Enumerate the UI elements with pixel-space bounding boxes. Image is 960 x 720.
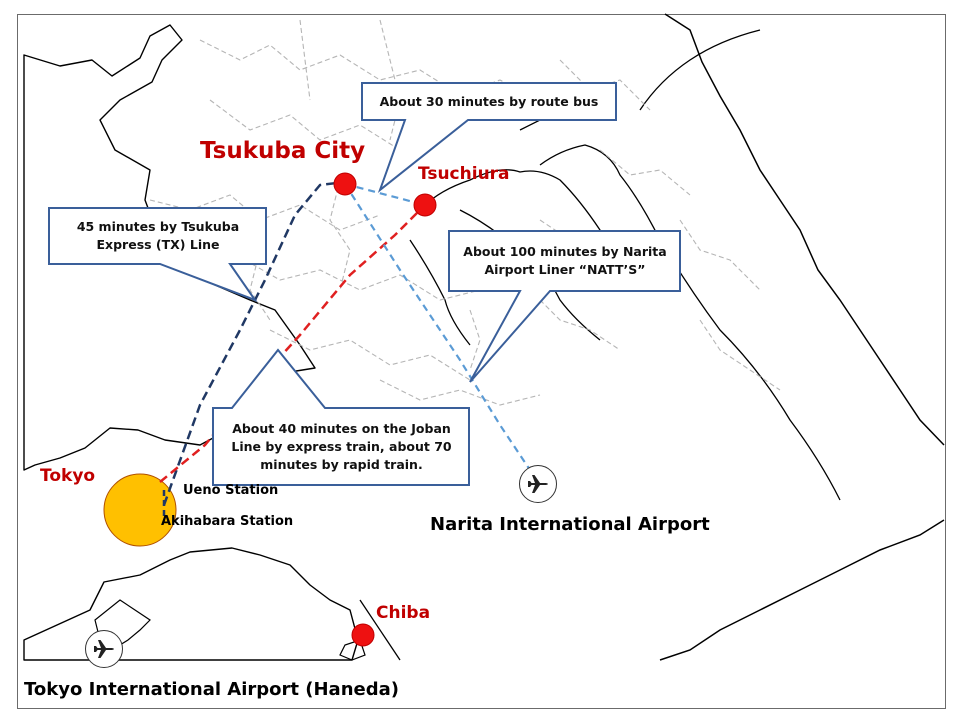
airplane-icon [528, 475, 548, 493]
route-bus-line [344, 182, 426, 207]
callout-narita-shape [448, 230, 681, 383]
tokyo-bay-shore [94, 599, 151, 649]
callout-shapes [48, 82, 681, 486]
callout-narita-liner: About 100 minutes by Narita Airport Line… [463, 244, 667, 277]
land-outline [23, 24, 359, 661]
tokyo-area-circle [103, 473, 177, 547]
tsukuba-dot [333, 172, 357, 196]
label-tsukuba-city: Tsukuba City [200, 138, 366, 164]
tx-line-route [162, 180, 346, 506]
narita-airplane-icon [519, 465, 557, 503]
chiba-dot [351, 623, 375, 647]
label-akihabara-station: Akihabara Station [161, 514, 294, 529]
label-tokyo: Tokyo [40, 466, 96, 486]
callout-joban: About 40 minutes on the Joban Line by ex… [231, 420, 452, 472]
tsuchiura-dot [413, 193, 437, 217]
label-ueno-station: Ueno Station [183, 483, 279, 498]
chiba-peninsula [339, 639, 366, 661]
label-tsuchiura: Tsuchiura [418, 164, 510, 184]
label-narita-airport: Narita International Airport [430, 514, 710, 535]
callout-route-bus-shape [361, 82, 617, 193]
bay-coastline [659, 519, 945, 661]
callout-route-bus: About 30 minutes by route bus [379, 93, 599, 109]
narita-liner-route [344, 183, 531, 471]
callout-tx-shape [48, 207, 267, 303]
label-chiba: Chiba [376, 603, 431, 623]
airplane-icon [94, 640, 114, 658]
callout-joban-shape [212, 348, 470, 486]
callout-tx-line: 45 minutes by Tsukuba Express (TX) Line [76, 219, 240, 252]
label-haneda-airport: Tokyo International Airport (Haneda) [24, 679, 399, 700]
joban-line-route [159, 204, 426, 483]
haneda-airplane-icon [85, 630, 123, 668]
pacific-coastline [664, 13, 945, 446]
